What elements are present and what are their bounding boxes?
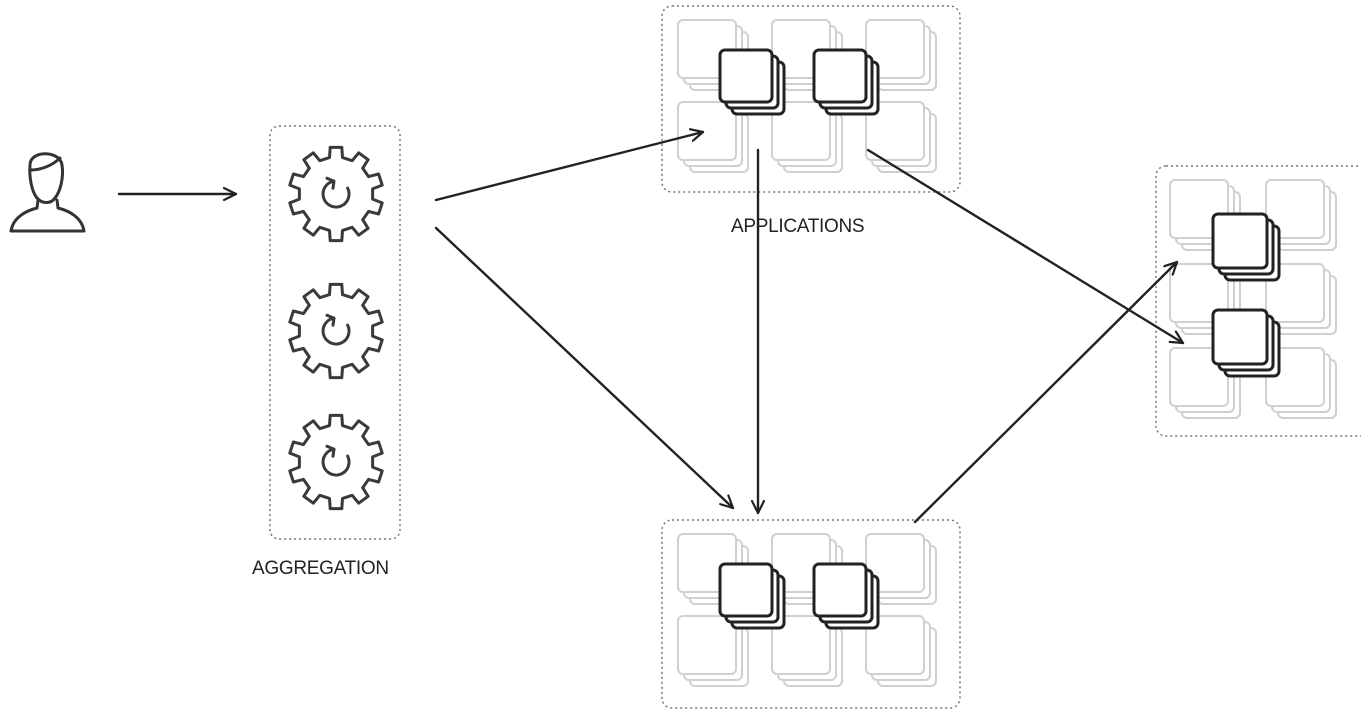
arrow-aggregation-to-applications bbox=[434, 132, 705, 202]
faded-stacked-squares-icon bbox=[677, 615, 749, 687]
bottom-group-border bbox=[661, 519, 961, 709]
faded-stacked-squares-icon bbox=[865, 615, 937, 687]
applications-label: APPLICATIONS bbox=[731, 216, 865, 237]
user-icon bbox=[9, 152, 86, 233]
aggregation-label: AGGREGATION bbox=[252, 558, 389, 579]
faded-stacked-squares-icon bbox=[771, 101, 843, 173]
faded-stacked-squares-icon bbox=[1265, 179, 1337, 251]
arrow-applications-to-right-group bbox=[866, 148, 1185, 345]
gear-refresh-icon bbox=[288, 282, 384, 380]
gear-refresh-icon bbox=[288, 145, 384, 243]
aggregation-group-border bbox=[269, 125, 401, 540]
stacked-squares-icon bbox=[1211, 308, 1281, 378]
stacked-squares-icon bbox=[718, 48, 786, 116]
arrow-bottom-group-to-right-group bbox=[913, 260, 1179, 524]
faded-stacked-squares-icon bbox=[865, 19, 937, 91]
faded-stacked-squares-icon bbox=[865, 533, 937, 605]
stacked-squares-icon bbox=[1211, 212, 1281, 282]
faded-stacked-squares-icon bbox=[1265, 263, 1337, 335]
stacked-squares-icon bbox=[812, 562, 880, 630]
faded-stacked-squares-icon bbox=[771, 615, 843, 687]
gear-refresh-icon bbox=[288, 413, 384, 511]
applications-group-border bbox=[661, 5, 961, 193]
arrow-aggregation-to-bottom-group bbox=[434, 226, 735, 510]
faded-stacked-squares-icon bbox=[677, 101, 749, 173]
stacked-squares-icon bbox=[718, 562, 786, 630]
right-group-border bbox=[1155, 165, 1361, 437]
faded-stacked-squares-icon bbox=[865, 101, 937, 173]
stacked-squares-icon bbox=[812, 48, 880, 116]
